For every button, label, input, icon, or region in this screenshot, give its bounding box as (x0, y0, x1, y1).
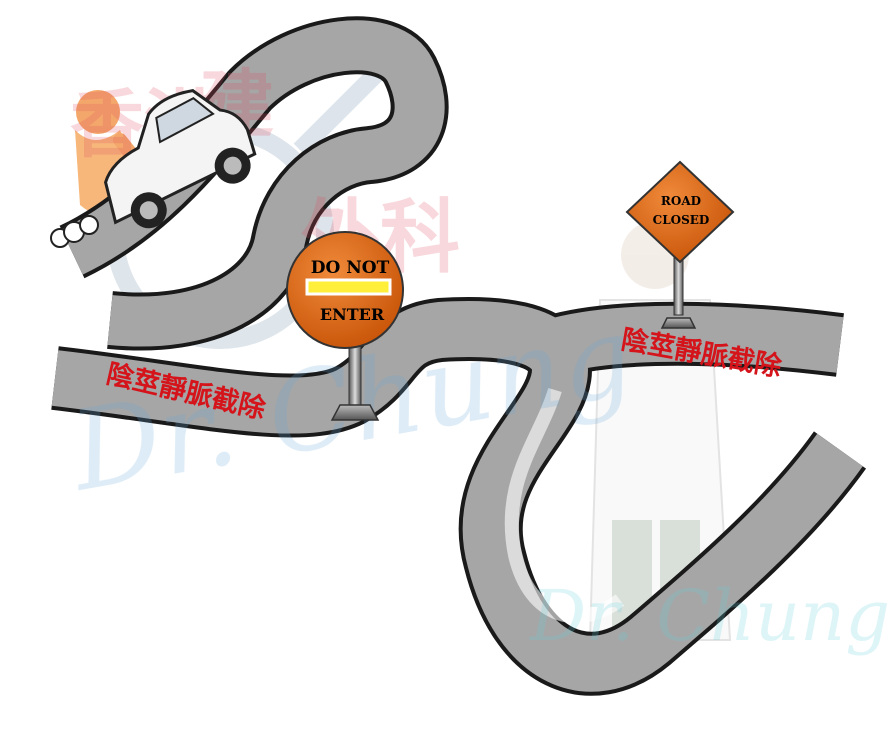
do-not-enter-line2: ENTER (320, 305, 385, 324)
road-closed-line2: CLOSED (653, 213, 710, 227)
road-closed-line1: ROAD (661, 194, 701, 208)
watermark-script-right: Dr. Chung (528, 575, 887, 657)
main-road (51, 297, 867, 696)
do-not-enter-bar (305, 278, 392, 296)
road-closed-sign: ROAD CLOSED (625, 160, 735, 329)
road-closed-face (625, 160, 735, 264)
do-not-enter-sign: DO NOT ENTER (286, 231, 404, 421)
car (104, 89, 257, 229)
do-not-enter-line1: DO NOT (311, 258, 390, 278)
exhaust-cloud (50, 215, 99, 248)
